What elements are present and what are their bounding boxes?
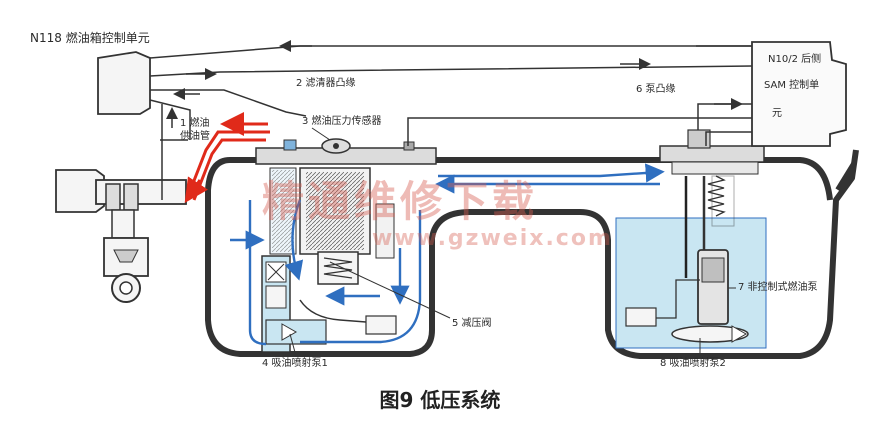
sam-control-unit [751, 41, 847, 147]
watermark-cn: 精通维修下载 [262, 177, 539, 226]
fuel-tank-outline [205, 149, 859, 359]
label-sam-b: SAM 控制单 [764, 80, 820, 91]
label-jet-pump-1: 4 吸油喷射泵1 [262, 358, 328, 369]
label-supply-line-b: 供油管 [180, 131, 210, 142]
label-sam-c: 元 [772, 108, 782, 119]
watermark-url: www.gzweix.com [372, 226, 613, 251]
label-filter-flange: 2 滤清器凸缘 [296, 78, 356, 89]
figure-caption: 图9 低压系统 [379, 388, 501, 412]
fuel-supply-line [184, 112, 270, 203]
label-relief-valve: 5 减压阀 [452, 318, 492, 329]
label-fuel-pump: 7 非控制式燃油泵 [738, 282, 818, 293]
engine-fuel-rail [55, 169, 187, 303]
n118-control-unit [97, 51, 151, 115]
label-supply-line-a: 1 燃油 [180, 118, 210, 129]
jet-pump-2 [671, 325, 749, 343]
label-jet-pump-2: 8 吸油喷射泵2 [660, 358, 726, 369]
left-fuel-flow [230, 163, 665, 346]
label-n118: N118 燃油箱控制单元 [30, 31, 150, 45]
pump-flange [659, 145, 765, 163]
label-pump-flange: 6 泵凸缘 [636, 84, 676, 95]
label-pressure-sensor: 3 燃油压力传感器 [302, 116, 382, 127]
callout-leaders [289, 127, 736, 357]
signal-arrows [166, 40, 743, 128]
label-sam-a: N10/2 后侧 [768, 54, 822, 65]
